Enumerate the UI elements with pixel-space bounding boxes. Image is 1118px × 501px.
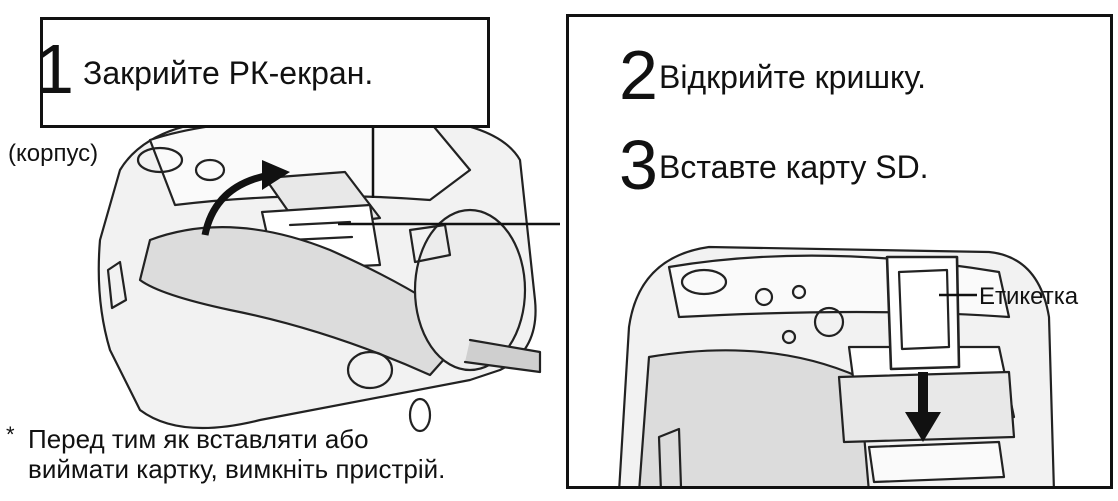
steps-2-3-box: 2 Відкрийте кришку. 3 Вставте карту SD.: [566, 14, 1113, 489]
step-2-number: 2: [619, 36, 658, 114]
power-off-note: * Перед тим як вставляти або виймати кар…: [6, 422, 446, 484]
step-3-number: 3: [619, 126, 658, 204]
body-label: (корпус): [8, 140, 99, 167]
note-line-1: Перед тим як вставляти або: [28, 424, 369, 454]
step-3-text: Вставте карту SD.: [659, 149, 929, 185]
step-1-text: Закрийте РК-екран.: [83, 55, 374, 91]
step-1-number: 1: [35, 30, 74, 108]
camera-illustration-right: [618, 245, 1055, 486]
note-line-2: виймати картку, вимкніть пристрій.: [28, 454, 446, 484]
sd-card-label: Етикетка: [979, 283, 1079, 310]
step-2-text: Відкрийте кришку.: [659, 59, 927, 95]
note-asterisk: *: [6, 422, 15, 447]
step-1-box: 1 Закрийте РК-екран.: [35, 17, 490, 128]
camera-illustration-left: [97, 116, 560, 433]
